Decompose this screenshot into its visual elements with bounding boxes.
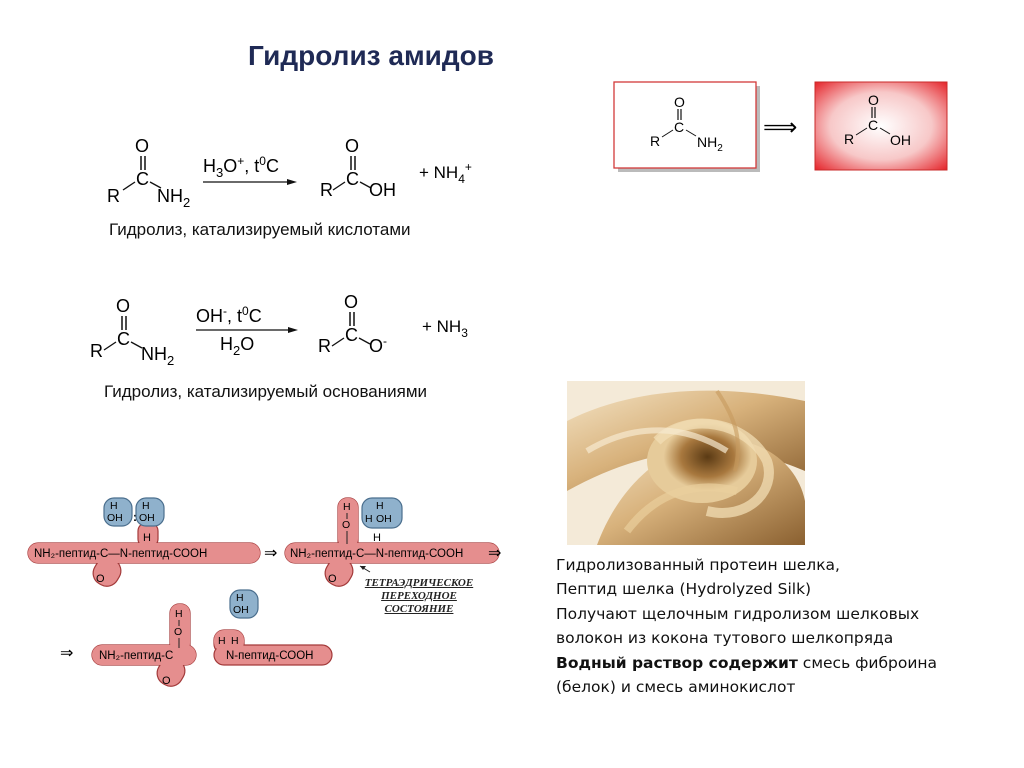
box-left-nh2: NH2 [697, 134, 723, 154]
caption-acid: Гидролиз, катализируемый кислотами [109, 220, 411, 239]
product-o: O [345, 136, 359, 156]
water1-h: H [110, 500, 118, 512]
water3-oh: OH [376, 513, 392, 525]
silk-line-6: (белок) и смесь аминокислот [556, 678, 796, 697]
peptide-chain-1-label: NH₂-пептид-С—N-пептид-СООН [34, 548, 207, 560]
step3-o-mid: O [174, 626, 182, 638]
step2-h: H [373, 532, 381, 544]
step2-o: O [328, 573, 337, 585]
water2-h: H [142, 500, 150, 512]
tetra-line-3: СОСТОЯНИЕ [384, 603, 454, 615]
silk-line-1: Гидролизованный протеин шелка, [556, 556, 840, 574]
base-conditions-bottom: H2O [220, 334, 254, 358]
amide-box [613, 81, 757, 169]
water-molecule-1 [103, 497, 133, 527]
silk-line-2: Пептид шелка (Hydrolyzed Silk) [556, 580, 812, 599]
water3-h: H [376, 500, 384, 512]
step1-o: O [96, 573, 105, 585]
product-r: R [318, 336, 331, 356]
box-right-c: C [868, 117, 878, 133]
reactant-nh2: NH2 [157, 186, 190, 210]
ammonia: + NH3 [422, 317, 468, 340]
reactant-c: C [136, 169, 149, 189]
peptide-chain-2-label: NH₂-пептид-С—N-пептид-СООН [290, 548, 463, 560]
water4-h: H [236, 592, 244, 604]
peptide-mechanism: NH₂-пептид-С—N-пептид-СООН H O H OH : H … [27, 497, 501, 687]
step3-h-top: H [175, 608, 183, 620]
caption-base: Гидролиз, катализируемый основаниями [104, 382, 428, 401]
reactant-r: R [107, 186, 120, 206]
silk-line-5: Водный раствор содержит смесь фиброина [556, 651, 976, 675]
hair-knot-illustration [567, 381, 805, 545]
step3-o: O [162, 675, 171, 687]
tetra-line-1: ТЕТРАЭДРИЧЕСКОЕ [364, 577, 474, 589]
step1-colon: : [133, 510, 137, 524]
product-o-minus: O- [369, 334, 387, 356]
water4-oh: OH [233, 604, 249, 616]
product-c: C [345, 325, 358, 345]
arrow-2: ⇒ [488, 545, 501, 562]
reactant-nh2: NH2 [141, 344, 174, 368]
step1-h: H [143, 532, 151, 544]
arrow-3: ⇒ [60, 645, 73, 662]
reaction-acid: O C R NH2 H3O+, t0C O C R OH + NH4+ [107, 136, 472, 210]
silk-bold-phrase: Водный раствор содержит [556, 653, 798, 672]
box-arrow: ⟹ [763, 114, 797, 141]
silk-line-5-rest: смесь фиброина [797, 653, 938, 672]
water1-oh: OH [107, 512, 123, 524]
water-molecule-2 [135, 497, 165, 527]
amine-h1: H [218, 635, 226, 647]
amine-fragment [213, 644, 333, 666]
water-molecule-4 [229, 589, 259, 619]
amine-h2: H [231, 635, 239, 647]
water-molecule-3 [361, 497, 403, 529]
acid-conditions: H3O+, t0C [203, 154, 279, 180]
step2-o-mid: O [342, 519, 350, 531]
silk-line-4: волокон из кокона тутового шелкопряда [556, 629, 894, 648]
box-left-c: C [674, 119, 684, 135]
silk-hair-image [567, 381, 805, 545]
page-title: Гидролиз амидов [248, 40, 494, 71]
box-right-r: R [844, 131, 854, 147]
product-c: C [346, 169, 359, 189]
reactant-r: R [90, 341, 103, 361]
silk-description: Гидролизованный протеин шелка, Пептид ше… [556, 553, 976, 699]
tetrahedral-note: ТЕТРАЭДРИЧЕСКОЕ ПЕРЕХОДНОЕ СОСТОЯНИЕ [355, 577, 483, 616]
product-r: R [320, 180, 333, 200]
tetra-line-2: ПЕРЕХОДНОЕ [381, 590, 457, 602]
product-o: O [344, 292, 358, 312]
amine-fragment-label: N-пептид-СООН [226, 650, 313, 662]
scheme-box: O C R NH2 ⟹ O C R OH [613, 81, 948, 172]
box-right-oh: OH [890, 132, 911, 148]
base-conditions-top: OH-, t0C [196, 304, 262, 326]
water3-h2: H [365, 513, 373, 525]
reaction-base: O C R NH2 OH-, t0C H2O O C R O- + NH3 [90, 292, 468, 368]
reactant-o: O [135, 136, 149, 156]
product-oh: OH [369, 180, 396, 200]
acid-box [814, 81, 948, 171]
step2-h-top: H [343, 501, 351, 513]
box-left-o: O [674, 94, 685, 110]
reactant-o: O [116, 296, 130, 316]
arrow-1: ⇒ [264, 545, 277, 562]
ammonium: + NH4+ [419, 160, 472, 186]
acid-fragment-label: NH₂-пептид-С [99, 650, 173, 662]
box-left-r: R [650, 133, 660, 149]
silk-line-3: Получают щелочным гидролизом шелковых [556, 604, 920, 623]
water2-oh: OH [139, 512, 155, 524]
box-right-o: O [868, 92, 879, 108]
reactant-c: C [117, 329, 130, 349]
